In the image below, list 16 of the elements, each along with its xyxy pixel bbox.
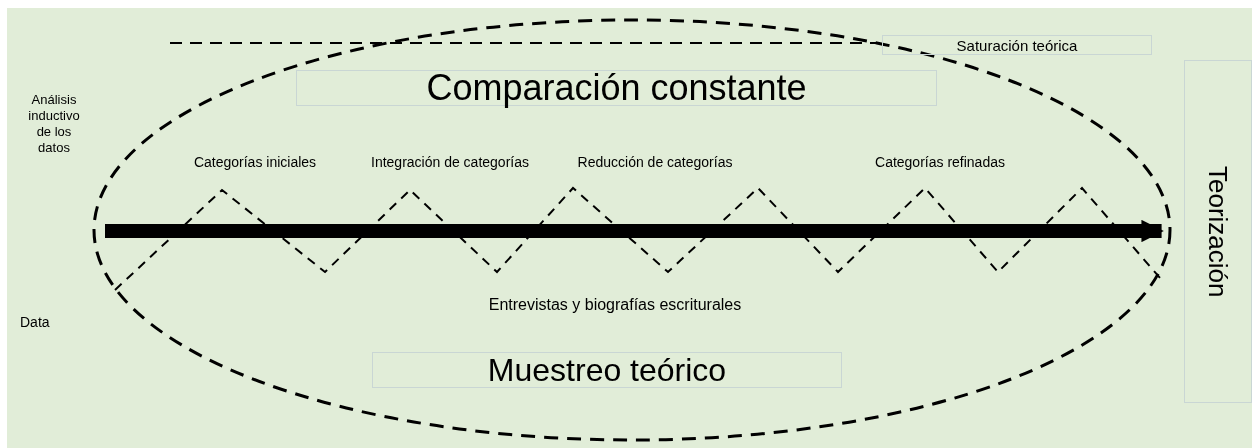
text-label: Análisis inductivo de los datos: [27, 92, 81, 156]
box-title: Muestreo teórico: [487, 354, 727, 386]
text-box: [296, 70, 937, 106]
text-label: Integración de categorías: [370, 153, 530, 172]
text-label: Categorías iniciales: [192, 153, 318, 172]
text-label: Reducción de categorías: [576, 153, 734, 172]
arrow: [105, 219, 1164, 243]
box-title: Teorización: [1205, 165, 1231, 298]
text-box: [882, 35, 1152, 55]
text-label: Data: [20, 313, 51, 332]
text-box: [1184, 60, 1252, 403]
text-box: [372, 352, 842, 388]
box-title: Comparación constante: [426, 70, 807, 106]
text-label: Categorías refinadas: [874, 153, 1006, 172]
text-label: Entrevistas y biografías escriturales: [487, 295, 743, 315]
box-title: Saturación teórica: [956, 37, 1078, 53]
